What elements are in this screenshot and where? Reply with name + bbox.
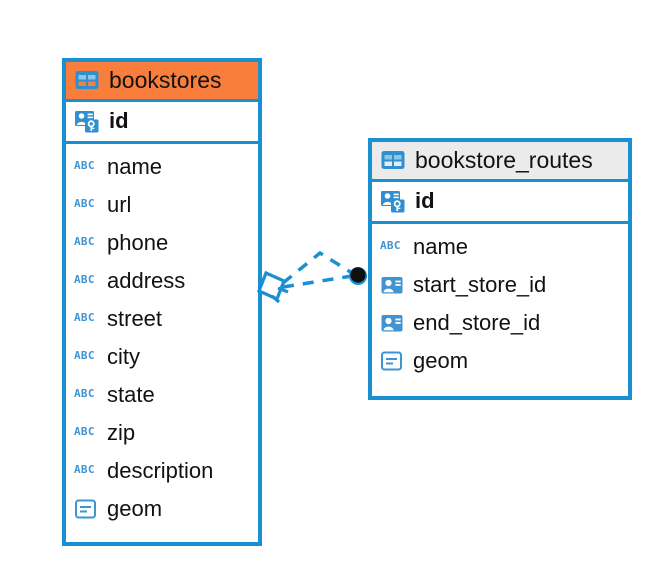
text-type-icon: ABC <box>74 460 98 482</box>
text-type-icon: ABC <box>380 236 404 258</box>
field-label: url <box>107 192 132 218</box>
text-type-icon: ABC <box>74 308 98 330</box>
text-type-icon: ABC <box>74 422 98 444</box>
geometry-type-icon <box>74 497 98 521</box>
field-row[interactable]: ABC zip <box>74 414 250 452</box>
entity-bookstore-routes-header[interactable]: bookstore_routes <box>372 142 628 182</box>
entity-bookstore-routes-primary-key-row[interactable]: id <box>372 182 628 224</box>
svg-text:ABC: ABC <box>74 159 95 172</box>
entity-bookstore-routes[interactable]: bookstore_routes id <box>368 138 632 400</box>
field-label: state <box>107 382 155 408</box>
entity-bookstores[interactable]: bookstores id <box>62 58 262 546</box>
entity-bookstores-primary-key-label: id <box>109 108 129 134</box>
field-row[interactable]: ABC name <box>74 148 250 186</box>
foreign-key-icon <box>380 311 404 335</box>
crows-foot-diamond-marker <box>256 270 289 304</box>
entity-bookstore-routes-title: bookstore_routes <box>415 146 593 173</box>
field-row[interactable]: ABC street <box>74 300 250 338</box>
svg-text:ABC: ABC <box>74 311 95 324</box>
svg-text:ABC: ABC <box>74 235 95 248</box>
field-label: description <box>107 458 214 484</box>
field-row[interactable]: ABC city <box>74 338 250 376</box>
field-row[interactable]: ABC url <box>74 186 250 224</box>
text-type-icon: ABC <box>74 384 98 406</box>
field-label: name <box>107 154 163 180</box>
field-label: city <box>107 344 140 370</box>
relationship-edge <box>282 274 353 289</box>
primary-key-icon <box>74 108 100 134</box>
text-type-icon: ABC <box>74 346 98 368</box>
field-row[interactable]: geom <box>74 490 250 528</box>
entity-bookstores-primary-key-row[interactable]: id <box>66 102 258 144</box>
field-row[interactable]: ABC state <box>74 376 250 414</box>
text-type-icon: ABC <box>74 270 98 292</box>
entity-bookstores-header[interactable]: bookstores <box>66 62 258 102</box>
foreign-key-icon <box>380 273 404 297</box>
field-label: zip <box>107 420 136 446</box>
entity-bookstores-title: bookstores <box>109 66 222 93</box>
field-label: end_store_id <box>413 310 541 336</box>
svg-text:ABC: ABC <box>74 273 95 286</box>
svg-text:ABC: ABC <box>74 425 95 438</box>
table-icon <box>74 67 100 93</box>
field-row[interactable]: ABC address <box>74 262 250 300</box>
field-label: start_store_id <box>413 272 547 298</box>
field-label: geom <box>413 348 469 374</box>
entity-bookstore-routes-fields: ABC name start_store_id <box>372 224 628 396</box>
geometry-type-icon <box>380 349 404 373</box>
table-icon <box>380 147 406 173</box>
relationship-edge <box>281 250 353 285</box>
svg-text:ABC: ABC <box>74 197 95 210</box>
field-label: address <box>107 268 186 294</box>
field-row[interactable]: start_store_id <box>380 266 620 304</box>
filled-circle-marker <box>349 267 367 285</box>
entity-bookstores-fields: ABC name ABC url ABC p <box>66 144 258 542</box>
field-row[interactable]: geom <box>380 342 620 380</box>
field-row[interactable]: ABC name <box>380 228 620 266</box>
field-row[interactable]: ABC phone <box>74 224 250 262</box>
field-row[interactable]: ABC description <box>74 452 250 490</box>
svg-text:ABC: ABC <box>380 239 401 252</box>
text-type-icon: ABC <box>74 232 98 254</box>
text-type-icon: ABC <box>74 156 98 178</box>
svg-text:ABC: ABC <box>74 349 95 362</box>
primary-key-icon <box>380 188 406 214</box>
svg-text:ABC: ABC <box>74 387 95 400</box>
field-label: street <box>107 306 163 332</box>
entity-bookstore-routes-primary-key-label: id <box>415 188 435 214</box>
field-row[interactable]: end_store_id <box>380 304 620 342</box>
field-label: phone <box>107 230 169 256</box>
field-label: name <box>413 234 469 260</box>
svg-text:ABC: ABC <box>74 463 95 476</box>
text-type-icon: ABC <box>74 194 98 216</box>
field-label: geom <box>107 496 163 522</box>
